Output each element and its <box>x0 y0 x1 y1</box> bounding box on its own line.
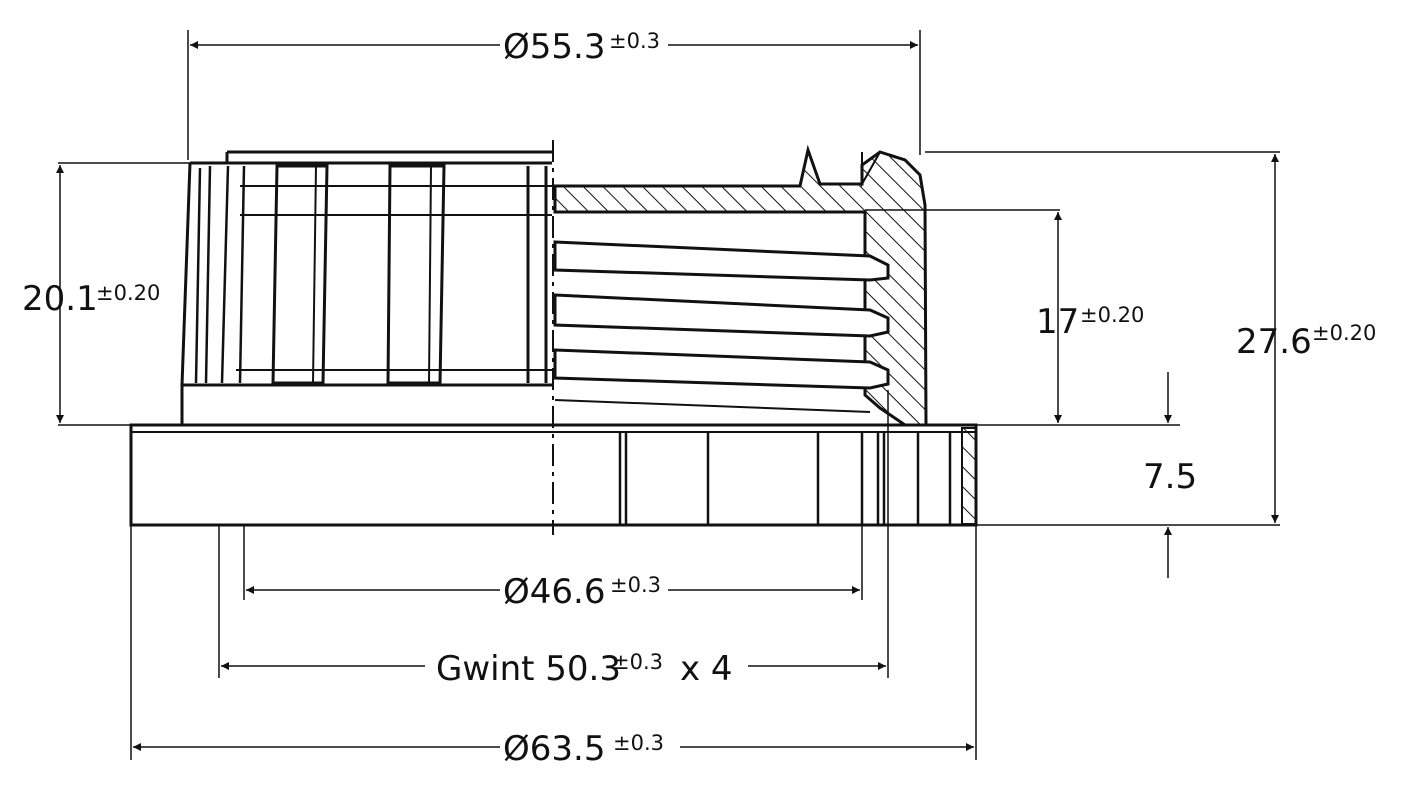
dim-band-height-value: 7.5 <box>1143 457 1197 497</box>
cap-external-view <box>180 150 552 425</box>
dimension-lines <box>56 41 1279 751</box>
dim-base-diameter-tol: ±0.3 <box>613 731 664 755</box>
dim-left-height-tol: ±0.20 <box>96 281 160 305</box>
dim-base-diameter-value: Ø63.5 <box>503 729 605 769</box>
dim-thread-value: Gwint 50.3 <box>436 649 621 689</box>
extension-lines <box>58 30 1280 760</box>
cap-section-view <box>553 144 928 427</box>
dim-total-height-tol: ±0.20 <box>1312 321 1376 345</box>
dim-thread-tol: ±0.3 <box>612 650 663 674</box>
dim-thread-height-value: 17 <box>1036 302 1079 342</box>
dim-thread-suffix: x 4 <box>680 649 733 689</box>
dim-inner-diameter-value: Ø46.6 <box>503 572 605 612</box>
dim-outer-top-value: Ø55.3 <box>503 27 605 67</box>
dim-left-height-value: 20.1 <box>22 279 98 319</box>
dim-outer-top-tol: ±0.3 <box>609 29 660 53</box>
dim-thread-height-tol: ±0.20 <box>1080 303 1144 327</box>
dim-inner-diameter-tol: ±0.3 <box>610 573 661 597</box>
dim-total-height-value: 27.6 <box>1236 322 1312 362</box>
